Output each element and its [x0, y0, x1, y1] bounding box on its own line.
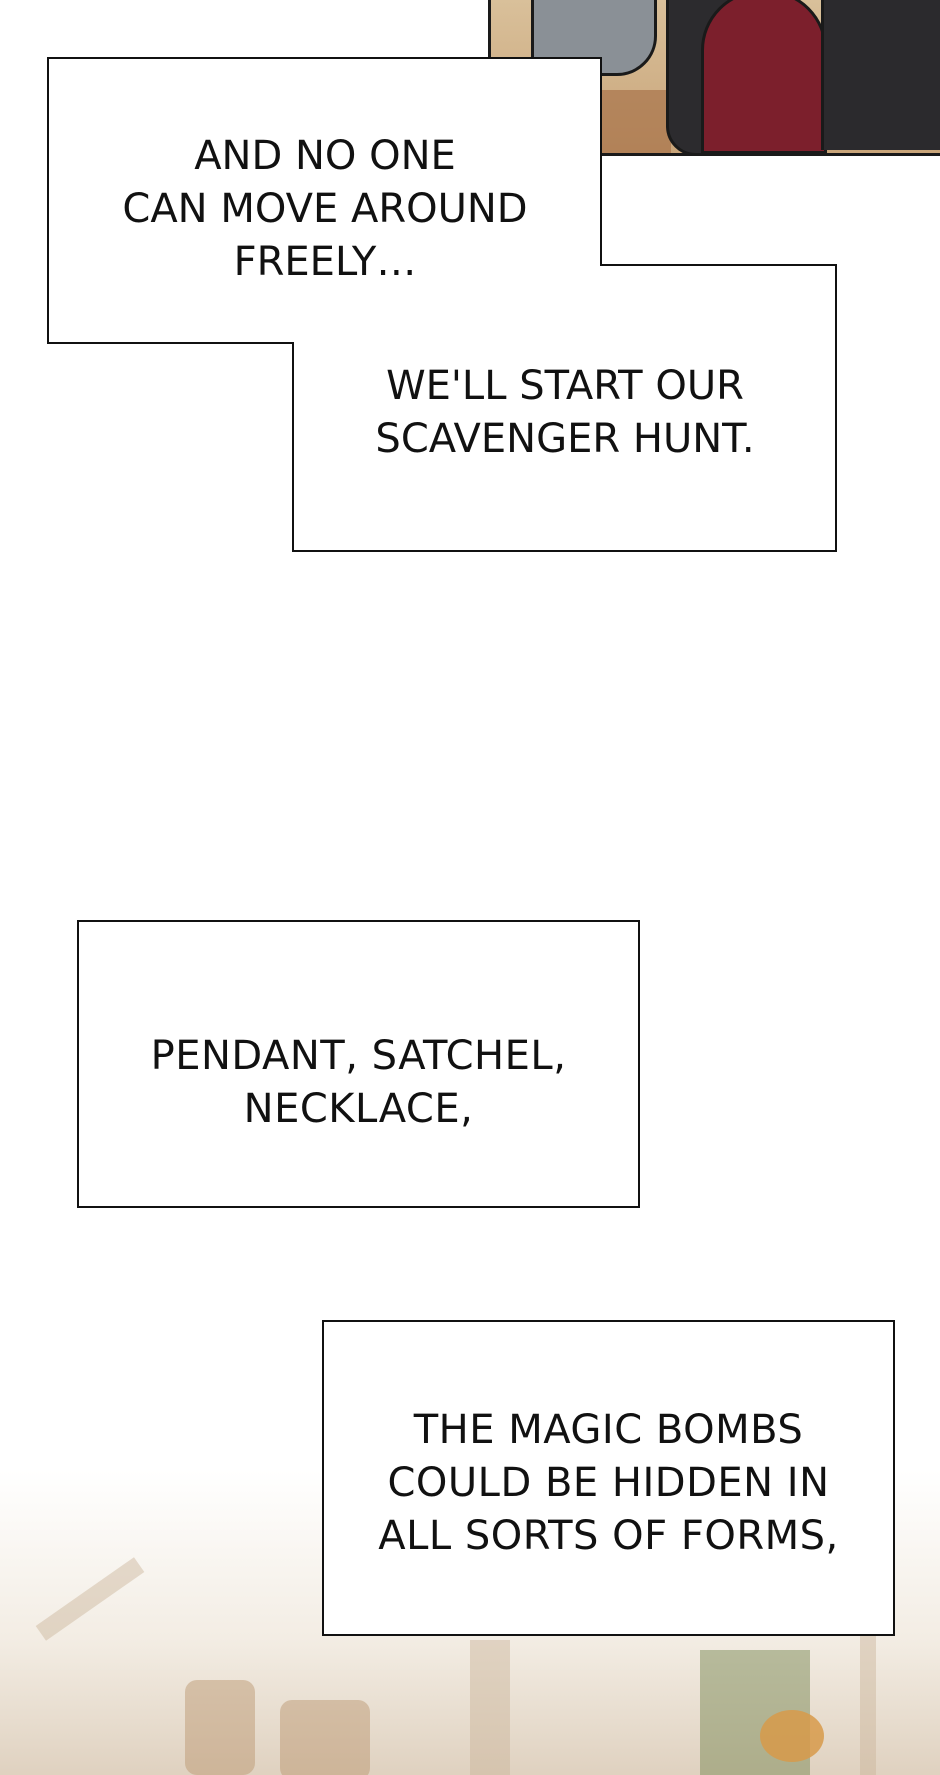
dark-cloak-right [821, 0, 940, 150]
caption-fourth-box: THE MAGIC BOMBS COULD BE HIDDEN IN ALL S… [322, 1320, 895, 1636]
caption-third-box: PENDANT, SATCHEL, NECKLACE, [77, 920, 640, 1208]
pumpkin [760, 1710, 824, 1762]
wooden-beam [860, 1610, 876, 1775]
caption-second: WE'LL START OUR SCAVENGER HUNT. [340, 360, 790, 466]
caption-fourth-line: ALL SORTS OF FORMS, [378, 1513, 839, 1559]
stepped-caption-outline [47, 57, 837, 552]
caption-first: AND NO ONE CAN MOVE AROUND FREELY… [90, 130, 560, 289]
caption-third: PENDANT, SATCHEL, NECKLACE, [79, 1030, 638, 1136]
caption-fill-lower [294, 265, 836, 550]
caption-fourth-line: COULD BE HIDDEN IN [387, 1460, 830, 1506]
barrel [280, 1700, 370, 1775]
caption-third-line: NECKLACE, [243, 1086, 474, 1132]
caption-third-line: PENDANT, SATCHEL, [150, 1033, 567, 1079]
caption-second-line: SCAVENGER HUNT. [375, 416, 755, 462]
wooden-beam [35, 1557, 145, 1641]
caption-fourth-line: THE MAGIC BOMBS [413, 1407, 804, 1453]
wooden-beam [470, 1640, 510, 1775]
caption-second-line: WE'LL START OUR [386, 363, 744, 409]
caption-first-line: AND NO ONE [194, 133, 456, 179]
barrel [185, 1680, 255, 1775]
caption-fourth: THE MAGIC BOMBS COULD BE HIDDEN IN ALL S… [324, 1404, 893, 1563]
caption-first-line: FREELY… [233, 239, 417, 285]
caption-first-line: CAN MOVE AROUND [122, 186, 528, 232]
